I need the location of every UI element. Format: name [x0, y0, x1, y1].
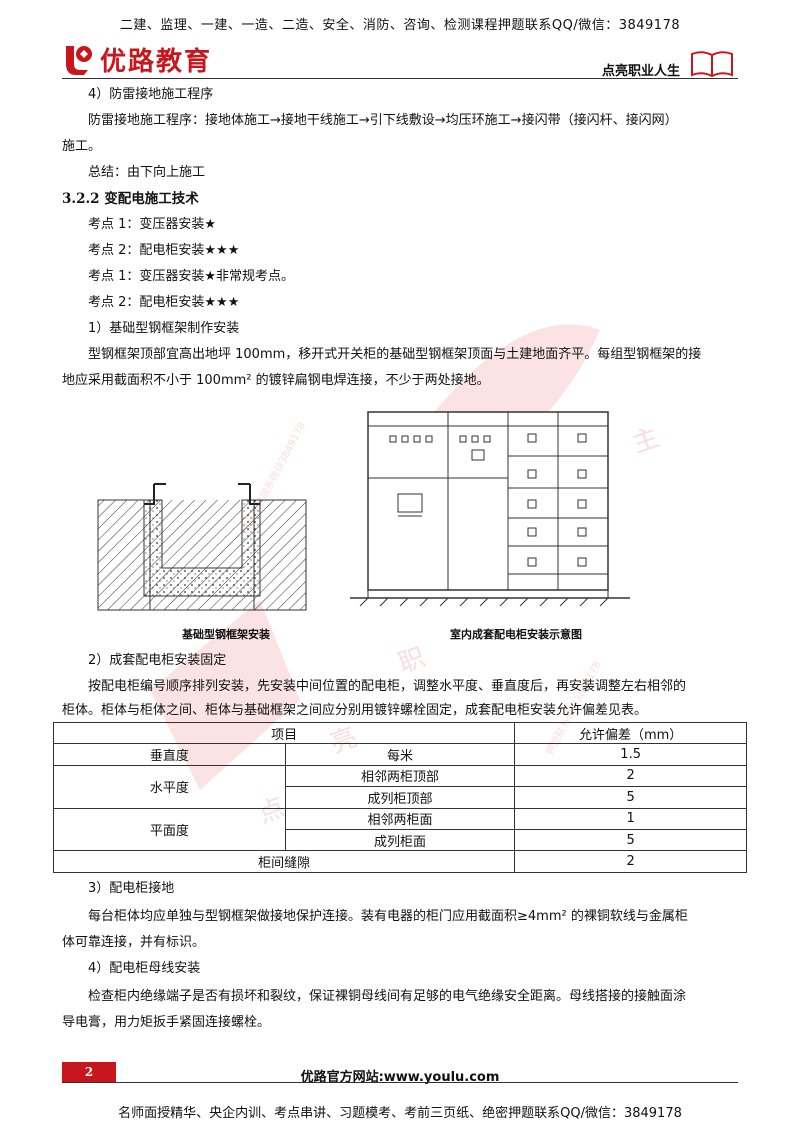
table-row: 垂直度 每米 1.5 [53, 743, 747, 766]
slogan: 点亮职业人生 [601, 64, 680, 79]
table-cell: 2 [514, 764, 747, 788]
table-cell: 水平度 [53, 764, 286, 809]
table-row: 平面度 相邻两柜面 1 [53, 807, 747, 852]
paragraph: 检查柜内绝缘端子是否有损坏和裂纹，保证裸铜母线间有足够的电气绝缘安全距离。母线搭… [88, 989, 687, 1004]
paragraph: 每台柜体均应单独与型钢框架做接地保护连接。装有电器的柜门应用截面积≥4mm² 的… [88, 909, 688, 924]
table-cell: 相邻两柜面 [284, 807, 516, 830]
tolerance-table: 项目 允许偏差（mm） 垂直度 每米 1.5 水平度 相邻两柜顶部 2 成列柜顶… [52, 721, 747, 873]
paragraph: 2）成套配电柜安装固定 [88, 653, 227, 668]
footer-rule [62, 1082, 738, 1083]
table-cell: 垂直度 [53, 743, 286, 766]
paragraph: 考点 1：变压器安装★非常规考点。 [88, 269, 295, 284]
table-cell: 5 [514, 828, 747, 852]
table-cell: 成列柜顶部 [284, 786, 516, 809]
logo: 优路教育 [62, 42, 213, 77]
switchgear-cabinet-figure [350, 411, 630, 607]
top-banner: 二建、监理、一建、一造、二造、安全、消防、咨询、检测课程押题联系QQ/微信：38… [119, 18, 681, 33]
paragraph: 考点 2：配电柜安装★★★ [88, 295, 240, 310]
table-header: 项目 [52, 721, 516, 745]
paragraph: 按配电柜编号顺序排列安装，先安装中间位置的配电柜，调整水平度、垂直度后，再安装调… [88, 679, 687, 694]
paragraph: 柜体。柜体与柜体之间、柜体与基础框架之间应分别用镀锌螺栓固定，成套配电柜安装允许… [62, 703, 648, 718]
logo-text: 优路教育 [100, 46, 213, 77]
section-heading: 3.2.2 变配电施工技术 [62, 191, 199, 207]
paragraph: 型钢框架顶部宜高出地坪 100mm，移开式开关柜的基础型钢框架顶面与土建地面齐平… [88, 347, 702, 362]
book-icon [691, 51, 733, 78]
paragraph: 考点 2：配电柜安装★★★ [88, 243, 240, 258]
paragraph: 考点 1：变压器安装★ [88, 217, 217, 232]
table-cell: 1 [514, 807, 747, 830]
header-rule [62, 78, 738, 79]
watermark-char: 主 [628, 422, 664, 460]
paragraph: 4）配电柜母线安装 [88, 961, 201, 976]
table-cell: 柜间缝隙 [52, 850, 516, 873]
paragraph: 1）基础型钢框架制作安装 [88, 321, 240, 336]
paragraph: 3）配电柜接地 [88, 881, 175, 896]
table-cell: 成列柜面 [284, 828, 516, 852]
footer-website: 优路官方网站:www.youlu.com [300, 1070, 500, 1085]
paragraph: 4）防雷接地施工程序 [88, 87, 214, 102]
page-number: 2 [62, 1062, 116, 1082]
foundation-frame-figure [97, 483, 307, 611]
table-header: 允许偏差（mm） [514, 721, 747, 745]
paragraph: 体可靠连接，并有标识。 [62, 935, 206, 950]
paragraph: 导电膏，用力矩扳手紧固连接螺栓。 [62, 1015, 271, 1030]
table-row: 项目 允许偏差（mm） [52, 721, 747, 745]
paragraph: 施工。 [62, 139, 102, 154]
figure-caption: 基础型钢框架安装 [182, 628, 270, 641]
table-row: 水平度 相邻两柜顶部 2 [53, 764, 747, 809]
table-cell: 平面度 [53, 807, 286, 852]
paragraph: 总结：由下向上施工 [88, 165, 206, 180]
table-row: 成列柜面 5 [54, 828, 747, 852]
figure-caption: 室内成套配电柜安装示意图 [450, 628, 582, 641]
table-row: 柜间缝隙 2 [52, 850, 747, 873]
logo-mark-icon [66, 46, 92, 75]
table-cell: 5 [514, 786, 747, 809]
paragraph: 防雷接地施工程序：接地体施工→接地干线施工→引下线敷设→均压环施工→接闪带（接闪… [88, 113, 678, 128]
table-cell: 每米 [284, 743, 516, 766]
table-cell: 2 [514, 850, 747, 873]
table-cell: 相邻两柜顶部 [284, 764, 516, 788]
bottom-banner: 名师面授精华、央企内训、考点串讲、习题模考、考前三页纸、绝密押题联系QQ/微信：… [118, 1106, 682, 1121]
table-cell: 1.5 [514, 743, 747, 766]
paragraph: 地应采用截面积不小于 100mm² 的镀锌扁钢电焊连接，不少于两处接地。 [62, 373, 490, 388]
